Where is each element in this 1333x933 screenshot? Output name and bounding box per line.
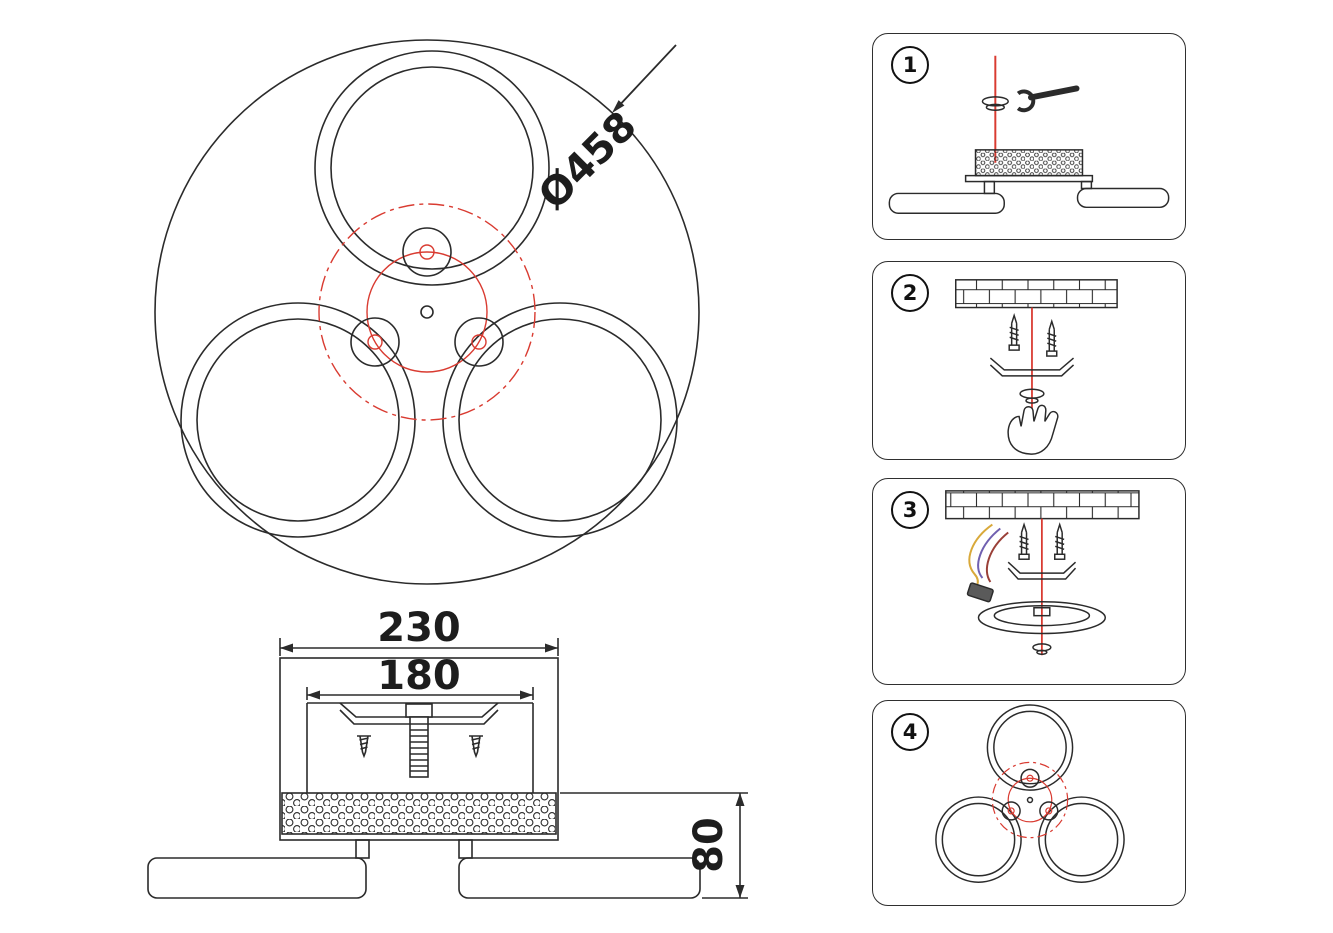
holder-pitch-circle [366, 251, 488, 373]
ceiling-bricks [955, 279, 1118, 309]
step-number-badge: 3 [891, 491, 929, 529]
center-hole [420, 305, 434, 319]
canopy-profile [974, 149, 1084, 177]
step-2-illustration [955, 279, 1118, 455]
canopy-body [279, 657, 559, 841]
ring-profile-left [147, 857, 367, 899]
anchor-screw-right [1054, 522, 1066, 560]
step-number-badge: 1 [891, 46, 929, 84]
center-guide-circles [991, 761, 1069, 839]
nut-icon [1032, 643, 1052, 656]
ring-bottom-left [180, 302, 416, 538]
inner-width-label: 180 [377, 653, 461, 699]
anchor-screw-left [1018, 522, 1030, 560]
center-hole [1026, 796, 1034, 804]
inner-width-dimension: 180 [306, 653, 534, 700]
hand-icon [1007, 404, 1059, 455]
mounting-screw-left [357, 735, 371, 759]
step-number-badge: 4 [891, 713, 929, 751]
center-bolt [405, 703, 433, 778]
mounting-bracket [1007, 561, 1077, 580]
step-number: 2 [902, 281, 918, 305]
wire-connector [966, 582, 994, 603]
ring-bottom-right [1038, 796, 1125, 883]
outer-diameter-circle [154, 39, 700, 585]
top-view-drawing [154, 39, 700, 585]
canopy-ring [977, 601, 1106, 635]
dimension-drawings: Ø458 [147, 39, 748, 899]
outer-width-dimension: 230 [279, 605, 559, 656]
height-label: 80 [686, 817, 732, 873]
step-1-illustration [888, 55, 1170, 214]
led-board [281, 792, 557, 835]
lamp-holders [350, 227, 504, 367]
mounting-bracket [989, 357, 1075, 377]
ring-profile-right [1076, 187, 1170, 209]
ring-bottom-right [442, 302, 678, 538]
step-panel-3: 3 [872, 478, 1186, 685]
center-guide-circles [318, 203, 536, 421]
diameter-label: Ø458 [530, 103, 646, 219]
step-number: 4 [902, 720, 918, 744]
wrench-icon [1016, 85, 1080, 113]
dimension-arrow [612, 100, 625, 113]
nut-icon [981, 96, 1009, 111]
step-number-badge: 2 [891, 274, 929, 312]
wire-violet [977, 527, 1001, 579]
ceiling-bricks [945, 490, 1140, 520]
step-3-illustration [945, 490, 1140, 656]
ring-profile-left [888, 192, 1005, 214]
centerline-circle [318, 203, 536, 421]
height-dimension: 80 [560, 792, 748, 899]
lamp-holders [1001, 768, 1059, 821]
outer-width-label: 230 [377, 605, 461, 651]
mounting-screw-right [469, 735, 483, 759]
step-number: 3 [902, 498, 918, 522]
side-view-drawing [147, 657, 701, 899]
ring-top [314, 50, 550, 286]
step-panel-2: 2 [872, 261, 1186, 460]
washer-icon [1019, 388, 1045, 404]
anchor-screw-left [1008, 312, 1020, 351]
ring-bottom-left [935, 796, 1022, 883]
step-number: 1 [902, 53, 918, 77]
anchor-screw-right [1046, 318, 1058, 357]
step-panel-4: 4 [872, 700, 1186, 906]
step-4-illustration [935, 704, 1125, 883]
ring-profile-right [458, 857, 701, 899]
ring-top [986, 704, 1074, 791]
step-panel-1: 1 [872, 33, 1186, 240]
wire-dark-red [986, 531, 1009, 583]
